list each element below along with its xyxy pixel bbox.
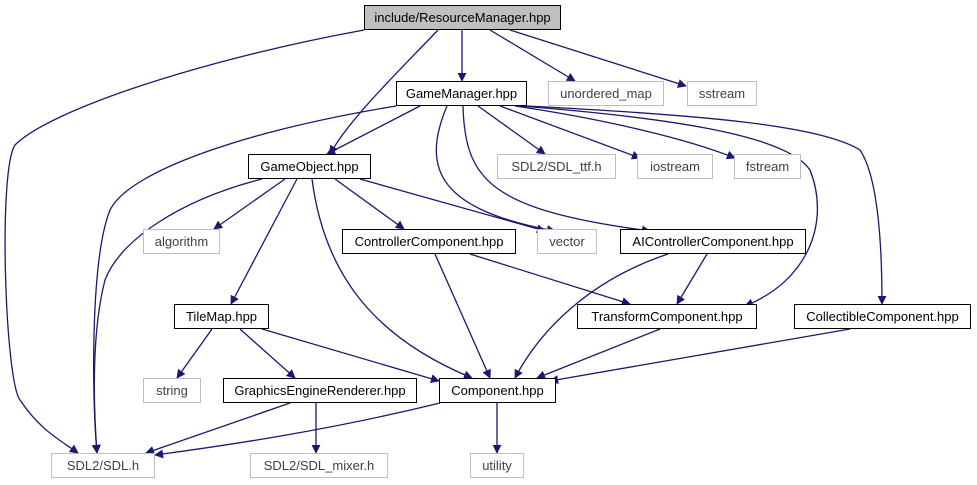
edge-component-to-sdl — [154, 402, 441, 459]
node-transform-component[interactable]: TransformComponent.hpp — [577, 304, 757, 329]
edge-game-manager-to-fstream — [514, 105, 736, 160]
node-sdl[interactable]: SDL2/SDL.h — [51, 453, 155, 478]
edge-controller-component-to-transform-component — [469, 253, 631, 306]
node-ai-controller-component[interactable]: AIControllerComponent.hpp — [620, 229, 806, 254]
node-unordered-map[interactable]: unordered_map — [548, 81, 664, 106]
edge-resource-manager-to-sstream — [509, 29, 687, 88]
edge-ai-controller-component-to-transform-component — [676, 253, 708, 305]
node-iostream[interactable]: iostream — [637, 154, 713, 179]
edge-game-object-to-sdl — [91, 178, 263, 454]
edge-resource-manager-to-unordered-map — [489, 29, 576, 82]
node-fstream[interactable]: fstream — [734, 154, 801, 179]
node-resource-manager[interactable]: include/ResourceManager.hpp — [364, 5, 561, 30]
edge-ai-controller-component-to-component — [514, 253, 669, 379]
node-vector[interactable]: vector — [537, 229, 597, 254]
edge-resource-manager-to-game-object — [329, 29, 439, 155]
edge-collectible-component-to-component — [549, 328, 851, 385]
edge-game-object-to-component — [311, 178, 473, 380]
edge-controller-component-to-component — [434, 253, 491, 379]
node-graphics-engine-renderer[interactable]: GraphicsEngineRenderer.hpp — [223, 378, 417, 403]
edge-tile-map-to-string — [176, 328, 213, 379]
edge-game-manager-to-vector — [435, 105, 556, 234]
node-game-object[interactable]: GameObject.hpp — [248, 154, 371, 179]
node-string[interactable]: string — [143, 378, 201, 403]
edge-game-object-to-controller-component — [334, 178, 405, 230]
node-component[interactable]: Component.hpp — [439, 378, 556, 403]
edge-game-manager-to-game-object — [326, 105, 421, 155]
edge-game-manager-to-transform-component — [519, 105, 818, 308]
node-tile-map[interactable]: TileMap.hpp — [174, 304, 269, 329]
node-sdl-ttf[interactable]: SDL2/SDL_ttf.h — [497, 154, 616, 179]
edge-transform-component-to-component — [536, 328, 661, 380]
edge-game-manager-to-iostream — [499, 105, 641, 160]
node-algorithm[interactable]: algorithm — [143, 229, 220, 254]
edge-tile-map-to-graphics-engine-renderer — [239, 328, 296, 379]
edge-game-manager-to-ai-controller-component — [462, 105, 651, 235]
node-controller-component[interactable]: ControllerComponent.hpp — [342, 229, 516, 254]
node-game-manager[interactable]: GameManager.hpp — [396, 81, 527, 106]
edge-tile-map-to-component — [261, 328, 440, 384]
node-utility[interactable]: utility — [470, 453, 524, 478]
node-sstream[interactable]: sstream — [687, 81, 757, 106]
edge-game-manager-to-sdl-ttf — [477, 105, 546, 155]
edge-game-object-to-vector — [359, 178, 546, 234]
edge-graphics-engine-renderer-to-sdl — [145, 402, 291, 455]
node-sdl-mixer[interactable]: SDL2/SDL_mixer.h — [250, 453, 388, 478]
edge-game-object-to-tile-map — [230, 178, 298, 305]
node-collectible-component[interactable]: CollectibleComponent.hpp — [794, 304, 971, 329]
edge-game-object-to-algorithm — [213, 178, 286, 230]
edge-game-manager-to-collectible-component — [526, 105, 887, 305]
edge-resource-manager-to-sdl — [4, 29, 365, 454]
